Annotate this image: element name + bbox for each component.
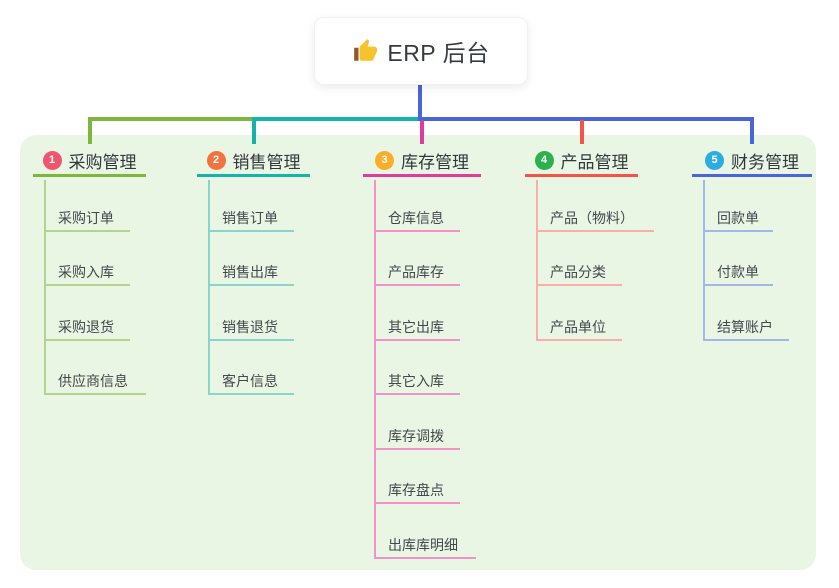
connector-branch2-drop (252, 117, 256, 144)
child-node[interactable]: 采购退货 (58, 319, 114, 335)
branch-4-spine-line (536, 180, 538, 341)
child-connector-line (536, 284, 622, 286)
child-node[interactable]: 其它出库 (388, 319, 444, 335)
child-connector-line (374, 393, 460, 395)
child-node[interactable]: 产品（物料） (550, 210, 634, 226)
child-node[interactable]: 其它入库 (388, 373, 444, 389)
child-node[interactable]: 客户信息 (222, 373, 278, 389)
child-connector-line (703, 230, 773, 232)
branch-2-label: 销售管理 (232, 153, 301, 172)
branch-3-head[interactable]: 3 库存管理 (363, 147, 481, 177)
child-connector-line (208, 393, 294, 395)
child-node[interactable]: 库存调拨 (388, 428, 444, 444)
child-connector-line (44, 393, 146, 395)
child-node[interactable]: 结算账户 (717, 319, 773, 335)
branch-5-label: 财务管理 (731, 153, 799, 172)
branch-3-number-badge: 3 (375, 151, 394, 170)
branch-4-head[interactable]: 4 产品管理 (525, 147, 638, 177)
root-node-label: ERP 后台 (387, 40, 490, 66)
child-connector-line (374, 230, 460, 232)
branch-1-spine-line (44, 180, 46, 395)
child-connector-line (208, 230, 294, 232)
child-connector-line (44, 339, 130, 341)
child-node[interactable]: 产品库存 (388, 264, 444, 280)
child-connector-line (703, 339, 789, 341)
child-connector-line (374, 557, 476, 559)
child-node[interactable]: 库存盘点 (388, 482, 444, 498)
child-node[interactable]: 供应商信息 (58, 373, 128, 389)
child-node[interactable]: 产品单位 (550, 319, 606, 335)
connector-branch1-drop (88, 117, 92, 144)
child-connector-line (44, 230, 130, 232)
branch-1-head[interactable]: 1 采购管理 (33, 147, 146, 177)
thumbs-up-icon (352, 38, 378, 64)
connector-branch5-drop (750, 117, 754, 144)
branch-1-number-badge: 1 (42, 151, 62, 170)
child-node[interactable]: 采购订单 (58, 210, 114, 226)
branch-1-label: 采购管理 (68, 153, 137, 172)
branch-5-spine-line (703, 180, 705, 341)
child-node[interactable]: 仓库信息 (388, 210, 444, 226)
connector-root-stem (418, 83, 422, 121)
branch-5-head[interactable]: 5 财务管理 (692, 147, 812, 177)
child-node[interactable]: 付款单 (717, 264, 759, 280)
child-node[interactable]: 出库库明细 (388, 537, 458, 553)
branches-panel (20, 135, 816, 570)
child-connector-line (374, 502, 460, 504)
child-connector-line (703, 284, 773, 286)
branch-3-label: 库存管理 (401, 153, 469, 172)
child-node[interactable]: 销售出库 (222, 264, 278, 280)
branch-4-label: 产品管理 (560, 153, 629, 172)
branch-2-number-badge: 2 (206, 151, 226, 170)
child-connector-line (536, 230, 654, 232)
branch-4-number-badge: 4 (534, 151, 554, 170)
child-connector-line (208, 284, 294, 286)
branch-3-spine-line (374, 180, 376, 559)
child-node[interactable]: 采购入库 (58, 264, 114, 280)
connector-branch2-horizontal (252, 117, 422, 121)
child-connector-line (374, 448, 460, 450)
child-node[interactable]: 销售订单 (222, 210, 278, 226)
child-node[interactable]: 销售退货 (222, 319, 278, 335)
child-connector-line (44, 284, 130, 286)
child-connector-line (374, 284, 460, 286)
root-node[interactable]: ERP 后台 (314, 17, 528, 85)
branch-5-number-badge: 5 (705, 151, 724, 170)
branch-2-head[interactable]: 2 销售管理 (197, 147, 310, 177)
child-node[interactable]: 回款单 (717, 210, 759, 226)
child-connector-line (374, 339, 460, 341)
connector-branch4-drop (580, 120, 584, 144)
branch-2-spine-line (208, 180, 210, 395)
child-node[interactable]: 产品分类 (550, 264, 606, 280)
child-connector-line (208, 339, 294, 341)
connector-branch3-drop (420, 120, 424, 144)
connector-branch5-horizontal (418, 117, 754, 121)
child-connector-line (536, 339, 622, 341)
